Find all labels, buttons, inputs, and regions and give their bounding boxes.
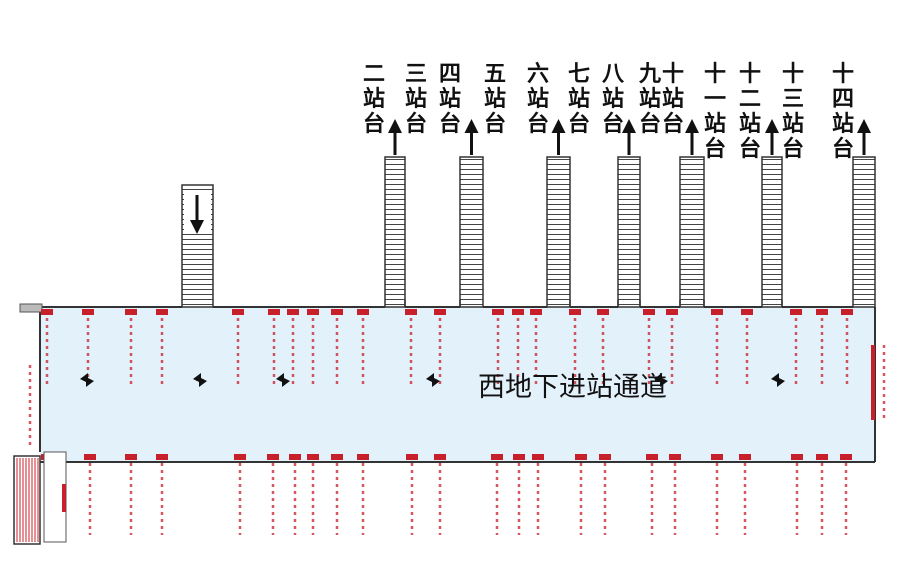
platform-label-14: 十四站台 bbox=[832, 62, 855, 162]
stairway bbox=[761, 156, 783, 308]
camera-marker bbox=[125, 454, 137, 460]
platform-label-11: 十一站台 bbox=[704, 62, 727, 162]
camera-marker bbox=[307, 309, 319, 315]
camera-marker bbox=[357, 309, 369, 315]
camera-marker bbox=[434, 454, 446, 460]
two-way-arrow-icon bbox=[771, 373, 785, 387]
two-way-arrow-right bbox=[282, 377, 290, 387]
two-way-arrow-right bbox=[199, 377, 207, 387]
two-way-arrow-icon bbox=[80, 373, 94, 387]
camera-marker bbox=[871, 345, 875, 420]
camera-marker bbox=[268, 309, 280, 315]
camera-marker bbox=[491, 454, 503, 460]
stairway bbox=[852, 156, 876, 308]
up-arrow-head bbox=[765, 119, 779, 133]
camera-marker bbox=[669, 454, 681, 460]
two-way-arrow-icon bbox=[276, 373, 290, 387]
stairway bbox=[384, 156, 406, 308]
platform-label-8: 八站台 bbox=[602, 62, 625, 137]
camera-marker bbox=[331, 454, 343, 460]
camera-marker bbox=[790, 309, 802, 315]
stairway bbox=[679, 156, 705, 308]
camera-marker bbox=[156, 309, 168, 315]
platform-label-3: 三站台 bbox=[405, 62, 428, 137]
camera-marker bbox=[331, 309, 343, 315]
camera-marker bbox=[512, 309, 524, 315]
camera-marker bbox=[575, 454, 587, 460]
up-arrow-head bbox=[551, 119, 566, 133]
two-way-arrow-right bbox=[660, 377, 668, 387]
camera-marker bbox=[82, 309, 94, 315]
camera-marker bbox=[816, 454, 828, 460]
camera-marker bbox=[666, 309, 678, 315]
camera-marker bbox=[530, 309, 542, 315]
camera-marker bbox=[711, 309, 723, 315]
camera-marker bbox=[434, 309, 446, 315]
up-arrow-head bbox=[857, 119, 871, 133]
camera-marker bbox=[307, 454, 319, 460]
up-arrow-head bbox=[464, 119, 479, 133]
camera-marker bbox=[646, 454, 658, 460]
camera-marker bbox=[840, 454, 852, 460]
camera-marker bbox=[711, 454, 723, 460]
camera-marker bbox=[599, 454, 611, 460]
camera-marker bbox=[513, 454, 525, 460]
sw-stairway bbox=[13, 455, 41, 545]
platform-label-4: 四站台 bbox=[439, 62, 462, 137]
camera-marker bbox=[816, 309, 828, 315]
camera-marker bbox=[741, 309, 753, 315]
camera-marker bbox=[405, 309, 417, 315]
camera-marker bbox=[532, 454, 544, 460]
corridor-wall-left-cap bbox=[19, 303, 43, 313]
camera-marker bbox=[156, 454, 168, 460]
corridor-fill bbox=[40, 307, 875, 462]
two-way-arrow-icon bbox=[654, 373, 668, 387]
camera-marker bbox=[406, 454, 418, 460]
two-way-arrow-right bbox=[432, 377, 440, 387]
corridor-title: 西地下进站通道 bbox=[478, 372, 667, 403]
sw-door-marker bbox=[62, 484, 66, 512]
up-arrow-head bbox=[388, 119, 402, 133]
platform-label-6: 六站台 bbox=[527, 62, 550, 137]
camera-marker bbox=[492, 309, 504, 315]
camera-marker bbox=[41, 309, 53, 315]
platform-label-13: 十三站台 bbox=[782, 62, 805, 162]
platform-label-10: 十站台 bbox=[662, 62, 685, 137]
camera-marker bbox=[357, 454, 369, 460]
camera-marker bbox=[125, 309, 137, 315]
two-way-arrow-icon bbox=[193, 373, 207, 387]
camera-marker bbox=[232, 309, 244, 315]
camera-marker bbox=[841, 309, 853, 315]
platform-label-2: 二站台 bbox=[363, 62, 386, 137]
camera-marker bbox=[289, 454, 301, 460]
camera-marker bbox=[84, 454, 96, 460]
camera-marker bbox=[739, 454, 751, 460]
stairway bbox=[617, 156, 641, 308]
up-arrow-head bbox=[685, 119, 699, 133]
two-way-arrow-right bbox=[86, 377, 94, 387]
camera-marker bbox=[569, 309, 581, 315]
camera-marker bbox=[791, 454, 803, 460]
two-way-arrow-icon bbox=[426, 373, 440, 387]
platform-label-5: 五站台 bbox=[484, 62, 507, 137]
camera-marker bbox=[287, 309, 299, 315]
camera-marker bbox=[597, 309, 609, 315]
camera-marker bbox=[643, 309, 655, 315]
stairway bbox=[546, 156, 571, 308]
platform-label-7: 七站台 bbox=[568, 62, 591, 137]
two-way-arrow-right bbox=[777, 377, 785, 387]
up-arrow-head bbox=[622, 119, 636, 133]
camera-marker bbox=[267, 454, 279, 460]
platform-label-9: 九站台 bbox=[639, 62, 662, 137]
stairway bbox=[459, 156, 484, 308]
camera-marker bbox=[234, 454, 246, 460]
down-arrow-head bbox=[190, 220, 204, 234]
platform-label-12: 十二站台 bbox=[739, 62, 762, 162]
